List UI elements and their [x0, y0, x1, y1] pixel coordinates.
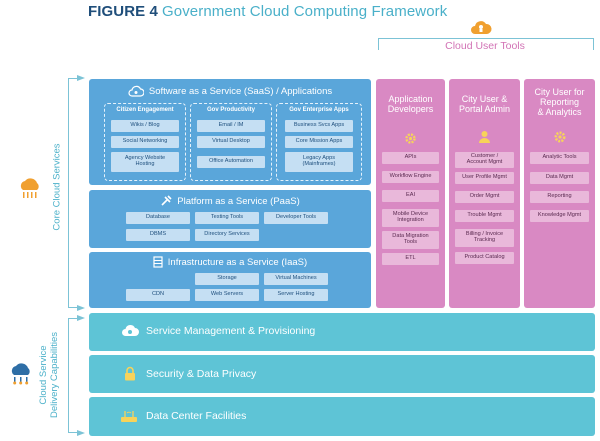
service-item: Database: [126, 212, 190, 224]
service-item: Email / IM: [197, 120, 265, 132]
group-title: Gov Enterprise Apps: [289, 107, 349, 113]
tool-item: Trouble Mgmt: [455, 210, 514, 222]
bar-service-management: Service Management & Provisioning: [89, 313, 595, 351]
iaas-title: Infrastructure as a Service (IaaS): [167, 256, 308, 268]
core-arrow-top: [77, 75, 85, 81]
group-title: Gov Productivity: [206, 107, 255, 113]
column-app-developers: Application Developers APIs Workflow Eng…: [376, 79, 445, 308]
tool-item: Data Migration Tools: [382, 231, 439, 249]
figure-label: FIGURE 4: [88, 3, 158, 20]
tool-item: Reporting: [530, 191, 589, 203]
service-item: Testing Tools: [195, 212, 259, 224]
tool-item: Mobile Device Integration: [382, 209, 439, 227]
cloud-user-tools-label: Cloud User Tools: [432, 40, 538, 52]
user-icon: [478, 130, 491, 144]
iaas-panel: Infrastructure as a Service (IaaS) Stora…: [89, 252, 371, 308]
service-item: Business Svcs Apps: [285, 120, 353, 132]
delivery-capabilities-label: Cloud Service Delivery Capabilities: [38, 331, 60, 419]
service-item: Web Servers: [195, 289, 259, 301]
service-item: Wikis / Blog: [111, 120, 179, 132]
column-title: City User for Reporting & Analytics: [534, 87, 585, 117]
iaas-title-row: Infrastructure as a Service (IaaS): [89, 256, 371, 268]
service-item: Virtual Desktop: [197, 136, 265, 148]
tool-item: Analytic Tools: [530, 152, 589, 164]
column-portal-admin: City User & Portal Admin Customer / Acco…: [449, 79, 520, 308]
tool-item: User Profile Mgmt: [455, 172, 514, 184]
delivery-bracket: [68, 318, 78, 433]
tool-item: ETL: [382, 253, 439, 265]
paas-title: Platform as a Service (PaaS): [177, 195, 300, 207]
bar-security-privacy: Security & Data Privacy: [89, 355, 595, 393]
group-title: Citizen Engagement: [116, 107, 174, 113]
core-cloud-icon: [17, 178, 43, 200]
column-reporting-analytics: City User for Reporting & Analytics Anal…: [524, 79, 595, 308]
cloud-user-icon: [470, 19, 492, 37]
column-title: Application Developers: [387, 94, 434, 114]
service-item: Office Automation: [197, 156, 265, 168]
tool-item: Order Mgmt: [455, 191, 514, 203]
tool-item: Product Catalog: [455, 252, 514, 264]
bar-label: Service Management & Provisioning: [146, 325, 316, 337]
tool-item: Billing / Invoice Tracking: [455, 229, 514, 247]
paas-title-row: Platform as a Service (PaaS): [89, 195, 371, 207]
server-icon: [153, 256, 163, 268]
tools-icon: [160, 195, 172, 207]
saas-group-enterprise: Gov Enterprise Apps Business Svcs Apps C…: [276, 103, 362, 181]
paas-panel: Platform as a Service (PaaS) Database Te…: [89, 190, 371, 248]
saas-group-productivity: Gov Productivity Email / IM Virtual Desk…: [190, 103, 272, 181]
bar-data-center: Data Center Facilities: [89, 397, 595, 436]
service-item: Developer Tools: [264, 212, 328, 224]
delivery-cloud-icon: [8, 363, 34, 385]
router-icon: [120, 409, 138, 423]
service-item: Agency Website Hosting: [111, 152, 179, 172]
service-item: DBMS: [126, 229, 190, 241]
service-item: Core Mission Apps: [285, 136, 353, 148]
column-title: City User & Portal Admin: [458, 94, 511, 114]
delivery-arrow-top: [77, 315, 85, 321]
service-item: Server Hosting: [264, 289, 328, 301]
service-item: Virtual Machines: [264, 273, 328, 285]
tool-item: EAI: [382, 190, 439, 202]
saas-group-citizen: Citizen Engagement Wikis / Blog Social N…: [104, 103, 186, 181]
cloud-gear-icon: [128, 85, 144, 97]
delivery-arrow-bottom: [77, 430, 85, 436]
core-arrow-bottom: [77, 305, 85, 311]
core-bracket: [68, 78, 78, 308]
core-cloud-services-label: Core Cloud Services: [52, 143, 63, 231]
tool-item: Customer / Account Mgmt: [455, 152, 514, 168]
tool-item: Data Mgmt: [530, 172, 589, 184]
service-item: CDN: [126, 289, 190, 301]
bar-label: Data Center Facilities: [146, 410, 247, 422]
tool-item: APIs: [382, 152, 439, 164]
service-item: Legacy Apps (Mainframes): [285, 152, 353, 172]
tool-item: Knowledge Mgmt: [530, 210, 589, 222]
tool-item: Workflow Engine: [382, 171, 439, 183]
saas-title: Software as a Service (SaaS) / Applicati…: [148, 85, 333, 97]
figure-title-text: Government Cloud Computing Framework: [161, 3, 448, 20]
gear-icon: [404, 132, 417, 145]
service-item: Storage: [195, 273, 259, 285]
bar-label: Security & Data Privacy: [146, 368, 257, 380]
cloud-gear-icon: [121, 324, 139, 338]
saas-title-row: Software as a Service (SaaS) / Applicati…: [89, 85, 371, 97]
lock-icon: [124, 366, 136, 381]
service-item: Social Networking: [111, 136, 179, 148]
saas-panel: Software as a Service (SaaS) / Applicati…: [89, 79, 371, 185]
cloud-user-tools-bracket: [378, 38, 594, 50]
service-item: Directory Services: [195, 229, 259, 241]
analytics-gear-icon: [553, 130, 567, 144]
